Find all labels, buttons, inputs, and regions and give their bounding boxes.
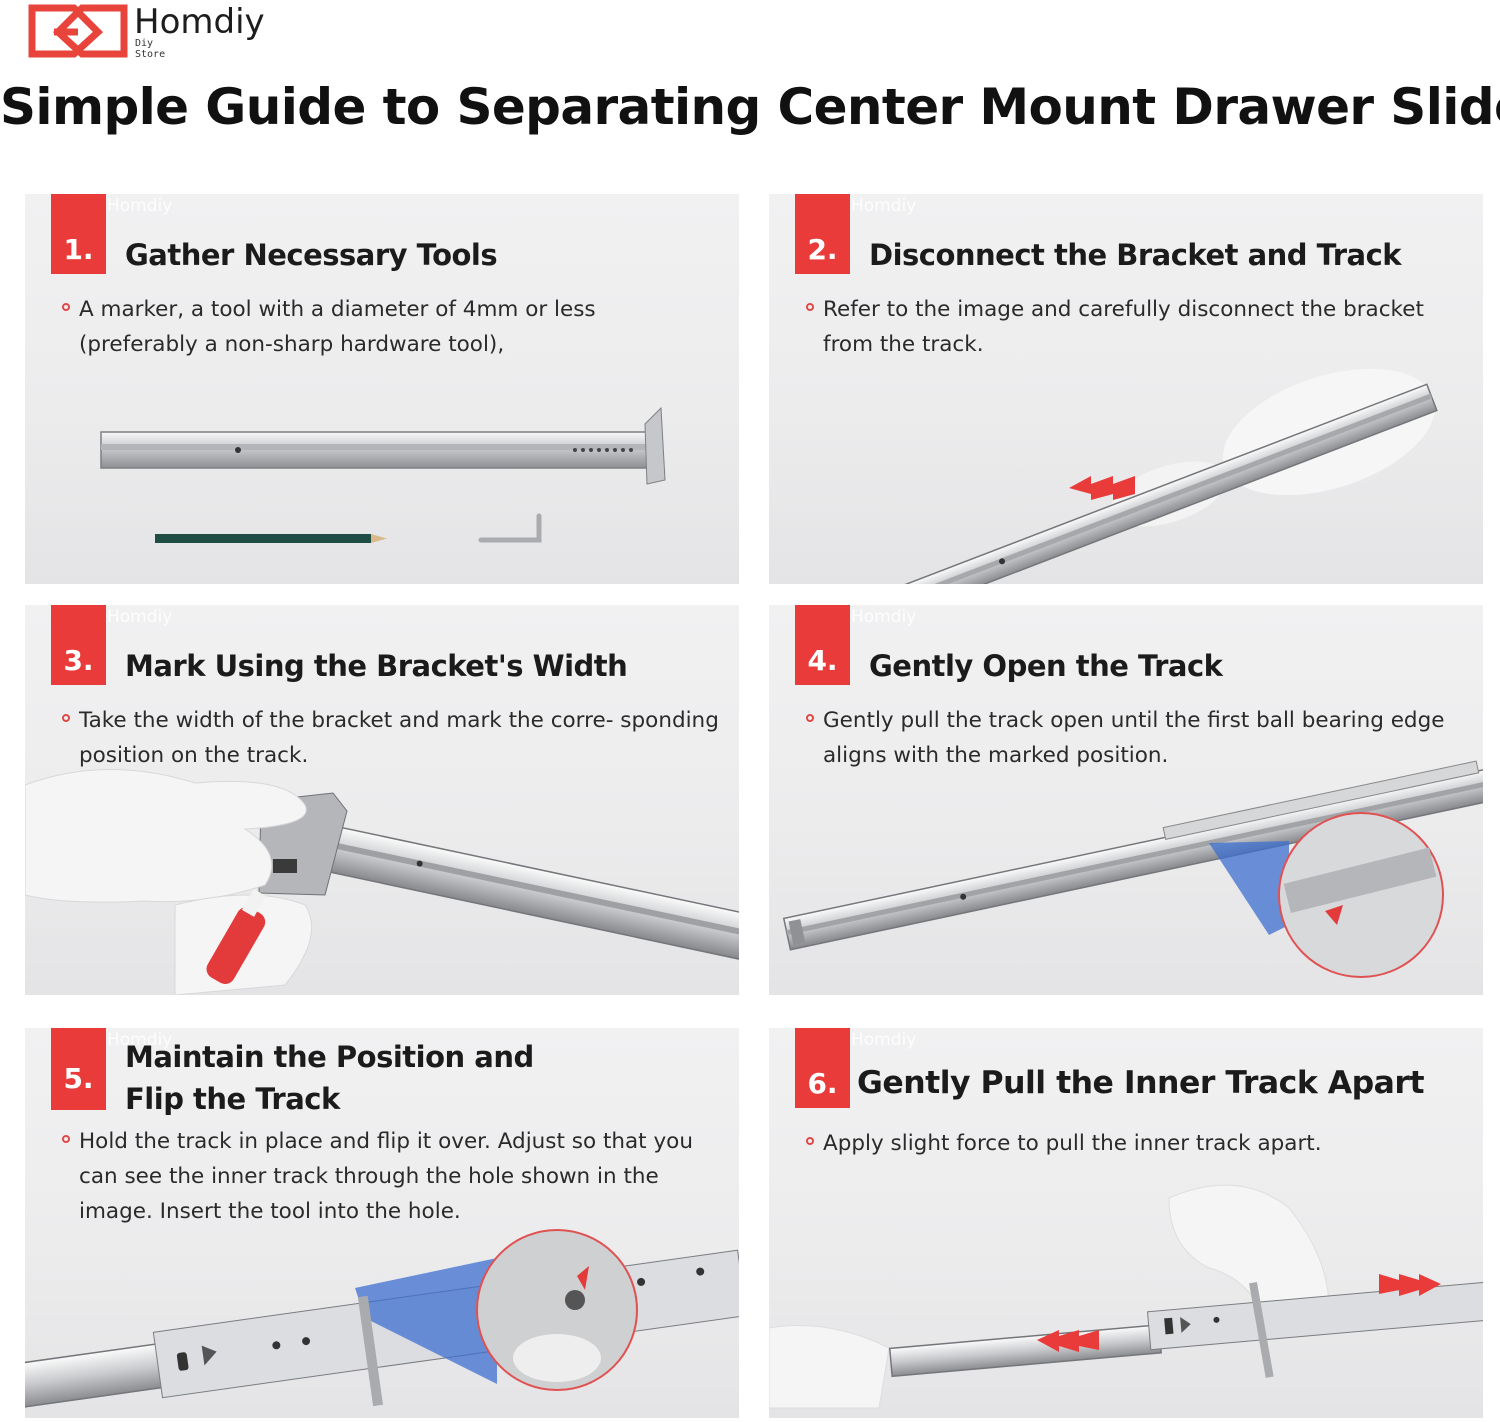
bullet-icon [62, 303, 70, 311]
bullet-icon [806, 1137, 814, 1145]
brand-subtitle: Diy Store [135, 38, 165, 60]
step-title: Gather Necessary Tools [125, 238, 498, 272]
homdiy-logo-icon [28, 4, 128, 58]
watermark: Homdiy [107, 1030, 173, 1050]
pencil-icon [155, 534, 387, 543]
step-number-badge: 1. [51, 194, 106, 274]
step-number-badge: 6. [795, 1028, 850, 1108]
step-card-6: 6. Homdiy Gently Pull the Inner Track Ap… [769, 1028, 1483, 1418]
bullet-icon [806, 714, 814, 722]
tools-illustration [100, 406, 666, 543]
step-description: Take the width of the bracket and mark t… [57, 703, 737, 773]
step-card-5: 5. Homdiy Maintain the Position and Flip… [25, 1028, 739, 1418]
step-title: Gently Pull the Inner Track Apart [857, 1065, 1425, 1101]
red-arrow-right-icon [1379, 1274, 1441, 1296]
step-card-1: 1. Homdiy Gather Necessary Tools A marke… [25, 194, 739, 584]
zoom-beam [1209, 841, 1289, 935]
zoom-circle-icon [476, 1229, 638, 1391]
description-text: Gently pull the track open until the fir… [823, 708, 1445, 768]
description-text: Apply slight force to pull the inner tra… [823, 1131, 1322, 1156]
allen-key-icon [478, 513, 542, 543]
step-description: Hold the track in place and flip it over… [57, 1124, 737, 1229]
drawer-slide-icon [286, 817, 739, 964]
brand-sub-line1: Diy [135, 38, 154, 49]
hex-key-icon [357, 1295, 384, 1407]
brand-name: Homdiy [134, 2, 265, 42]
drawer-slide-icon [828, 383, 1438, 584]
hex-key-icon [1249, 1282, 1274, 1378]
mark-illustration [25, 769, 739, 995]
watermark: Homdiy [851, 1030, 917, 1050]
description-text: Refer to the image and carefully disconn… [823, 297, 1424, 357]
step-description: A marker, a tool with a diameter of 4mm … [57, 292, 705, 362]
watermark: Homdiy [851, 607, 917, 627]
red-arrow-left-icon [1037, 1330, 1099, 1352]
watermark: Homdiy [107, 607, 173, 627]
step-number-badge: 5. [51, 1028, 106, 1110]
step-title: Mark Using the Bracket's Width [125, 649, 628, 683]
marker-icon [206, 889, 267, 984]
step-card-2: 2. Homdiy Disconnect the Bracket and Tra… [769, 194, 1483, 584]
pull-apart-illustration [769, 1184, 1483, 1409]
zoom-circle-icon [1278, 812, 1444, 978]
glove-hand-icon [769, 1184, 1330, 1409]
page-title: Simple Guide to Separating Center Mount … [0, 78, 1500, 136]
drawer-slide-icon [888, 1281, 1483, 1378]
flip-track-illustration [25, 1229, 739, 1409]
description-text: Hold the track in place and flip it over… [79, 1129, 693, 1224]
step-card-3: 3. Homdiy Mark Using the Bracket's Width… [25, 605, 739, 995]
step-card-4: 4. Homdiy Gently Open the Track Gently p… [769, 605, 1483, 995]
step-title: Disconnect the Bracket and Track [869, 238, 1402, 272]
step-number-badge: 2. [795, 194, 850, 274]
brand-sub-line2: Store [135, 49, 166, 60]
watermark: Homdiy [107, 196, 173, 216]
disconnect-illustration [828, 368, 1438, 584]
step-description: Refer to the image and carefully disconn… [801, 292, 1449, 362]
red-arrow-left-icon [1069, 476, 1135, 500]
step-title: Gently Open the Track [869, 649, 1223, 683]
step-description: Apply slight force to pull the inner tra… [801, 1126, 1481, 1161]
bullet-icon [806, 303, 814, 311]
step-number-badge: 3. [51, 605, 106, 685]
step-title-line2: Flip the Track [125, 1082, 340, 1116]
drawer-slide-icon [782, 760, 1483, 951]
description-text: Take the width of the bracket and mark t… [79, 708, 719, 768]
bullet-icon [62, 714, 70, 722]
step-title-line1: Maintain the Position and [125, 1040, 534, 1074]
zoom-beam [355, 1258, 497, 1384]
description-text: A marker, a tool with a diameter of 4mm … [79, 297, 596, 357]
open-track-illustration [782, 760, 1483, 978]
drawer-slide-icon [100, 406, 666, 485]
watermark: Homdiy [851, 196, 917, 216]
step-description: Gently pull the track open until the fir… [801, 703, 1481, 773]
step-number-badge: 4. [795, 605, 850, 685]
step-title: Maintain the Position and Flip the Track [125, 1036, 729, 1120]
bullet-icon [62, 1135, 70, 1143]
